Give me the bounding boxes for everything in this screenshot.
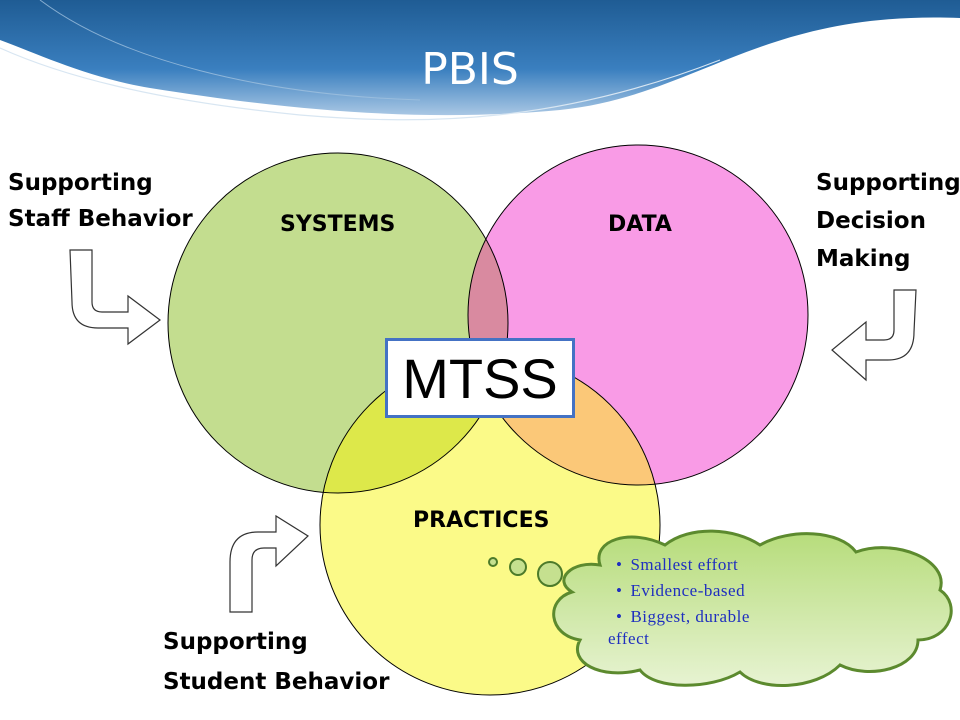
cloud-item-continuation: effect (608, 629, 650, 648)
cloud-item: Biggest, durable (608, 604, 813, 630)
thought-bubbles (488, 557, 563, 587)
data-practices-overlap (468, 355, 660, 485)
cloud-item: Smallest effort (608, 552, 813, 578)
mtss-box: MTSS (385, 338, 575, 418)
mtss-label: MTSS (402, 346, 558, 410)
student-behavior-arrow (229, 514, 309, 613)
cloud-list: Smallest effort Evidence-based Biggest, … (608, 552, 813, 652)
page-title: PBIS (421, 44, 519, 95)
decision-making-arrow (831, 289, 917, 382)
data-label: DATA (608, 212, 672, 237)
header-band (0, 0, 960, 121)
systems-practices-overlap (320, 355, 508, 493)
systems-label: SYSTEMS (280, 212, 396, 237)
practices-label: PRACTICES (413, 508, 550, 533)
decision-making-label: Supporting Decision Making (816, 170, 960, 272)
staff-behavior-label: Supporting Staff Behavior (8, 170, 193, 232)
staff-behavior-arrow (69, 249, 161, 346)
cloud-item: Evidence-based (608, 578, 813, 604)
student-behavior-label: Supporting Student Behavior (163, 629, 390, 695)
